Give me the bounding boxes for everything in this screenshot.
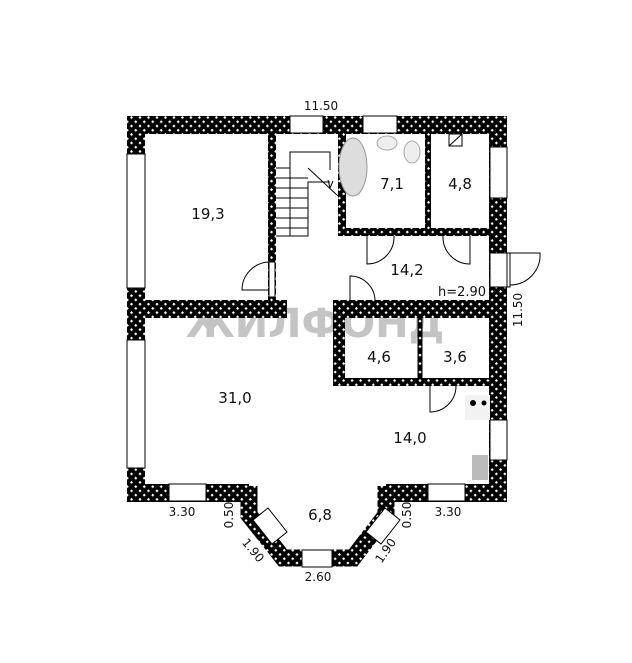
area-hall: 14,2 <box>390 261 423 279</box>
ceiling-height: h=2.90 <box>438 285 486 300</box>
area-bedroom: 19,3 <box>191 205 224 223</box>
dim-bottom-left: 3.30 <box>169 505 196 519</box>
doors <box>241 235 541 413</box>
toilet-icon <box>403 140 421 164</box>
bathtub-icon <box>338 137 368 197</box>
dim-top: 11.50 <box>304 99 338 113</box>
dim-right: 11.50 <box>511 293 525 327</box>
area-closet-right: 3,6 <box>443 348 467 366</box>
area-living: 31,0 <box>218 389 251 407</box>
area-bay: 6,8 <box>308 506 332 524</box>
windows <box>126 115 508 568</box>
area-kitchen: 14,0 <box>393 429 426 447</box>
bathroom-fixtures <box>338 133 490 480</box>
area-storage-top: 4,8 <box>448 175 472 193</box>
vent-icon <box>448 133 463 147</box>
stove-icon <box>465 395 490 420</box>
dim-bay-bottom: 2.60 <box>305 570 332 584</box>
sink-kitchen-icon <box>472 455 488 480</box>
dim-bottom-right: 3.30 <box>435 505 462 519</box>
dimension-labels: 11.50 11.50 3.30 3.30 0.50 0.50 1.90 1.9… <box>169 99 525 584</box>
area-closet-left: 4,6 <box>367 348 391 366</box>
dim-bay-side-left: 0.50 <box>222 502 236 529</box>
sink-icon <box>376 135 398 151</box>
area-labels: 19,3 7,1 4,8 14,2 h=2.90 4,6 3,6 31,0 14… <box>191 175 486 524</box>
area-bathroom: 7,1 <box>380 175 404 193</box>
dim-bay-side-right: 0.50 <box>400 502 414 529</box>
stairs <box>276 151 339 237</box>
